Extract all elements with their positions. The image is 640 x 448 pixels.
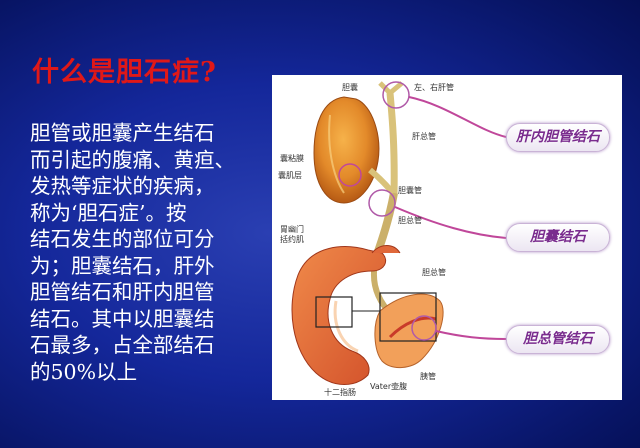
body-line: 发热等症状的疾病， bbox=[30, 174, 215, 198]
pancreas-shape bbox=[374, 293, 444, 368]
label-muscle-layer: 囊肌层 bbox=[278, 171, 302, 180]
label-pancreatic-duct: 胰管 bbox=[420, 372, 436, 381]
pointer-circle-gallbladder bbox=[368, 189, 396, 217]
gallbladder-shape bbox=[313, 96, 380, 204]
duodenum-shape bbox=[291, 246, 387, 385]
tag-gallbladder-stones: 胆囊结石 bbox=[506, 223, 610, 252]
label-pylorus: 胃幽门 括约肌 bbox=[280, 225, 304, 244]
cystic-duct bbox=[368, 167, 396, 195]
biliary-anatomy-figure: 胆囊 左、右肝管 肝总管 囊粘膜 囊肌层 胆囊管 胆总管 胃幽门 括约肌 胆总管… bbox=[272, 75, 622, 400]
label-cystic-duct: 胆囊管 bbox=[398, 186, 422, 195]
label-common-bile-duct: 胆总管 bbox=[398, 216, 422, 225]
body-line: 结石。其中以胆囊结 bbox=[30, 306, 215, 331]
pointer-circle-hepatic bbox=[382, 81, 410, 109]
pointer-circle-cbd bbox=[411, 315, 437, 341]
label-duodenum: 十二指肠 bbox=[324, 388, 356, 397]
body-line: 的50%以上 bbox=[30, 359, 138, 384]
slide-body-text: 胆管或胆囊产生结石 而引起的腹痛、黄疸、 发热等症状的疾病， 称为‘胆石症’。按… bbox=[30, 120, 270, 385]
pointer-line-cbd bbox=[435, 330, 507, 340]
tag-cbd-stones: 胆总管结石 bbox=[506, 325, 610, 354]
pointer-line-gallbladder bbox=[394, 206, 507, 239]
label-hepatic-ducts: 左、右肝管 bbox=[414, 83, 454, 92]
label-common-hepatic-duct: 肝总管 bbox=[412, 132, 436, 141]
body-line: 石最多，占全部结石 bbox=[30, 333, 215, 357]
body-line: 为；胆囊结石，肝外 bbox=[30, 253, 215, 278]
label-vater-ampulla: Vater壶腹 bbox=[370, 382, 408, 391]
body-line: 胆管结石和肝内胆管 bbox=[30, 280, 215, 304]
detail-box-left bbox=[315, 296, 353, 328]
label-gallbladder: 胆囊 bbox=[342, 83, 358, 92]
slide-title: 什么是胆石症? bbox=[32, 57, 217, 88]
hepatic-duct bbox=[386, 92, 398, 196]
body-line: 结石发生的部位可分 bbox=[30, 227, 215, 251]
detail-box-right bbox=[379, 292, 437, 342]
anatomy-illustration bbox=[291, 81, 507, 385]
body-line: 而引起的腹痛、黄疸、 bbox=[30, 147, 235, 172]
tag-intrahepatic-stones: 肝内胆管结石 bbox=[506, 123, 610, 152]
pointer-line-intrahepatic bbox=[408, 96, 507, 138]
label-bile-duct: 胆总管 bbox=[422, 268, 446, 277]
label-mucosa: 囊粘膜 bbox=[280, 154, 304, 163]
body-line: 胆管或胆囊产生结石 bbox=[30, 121, 215, 145]
body-line: 称为‘胆石症’。按 bbox=[30, 200, 187, 225]
